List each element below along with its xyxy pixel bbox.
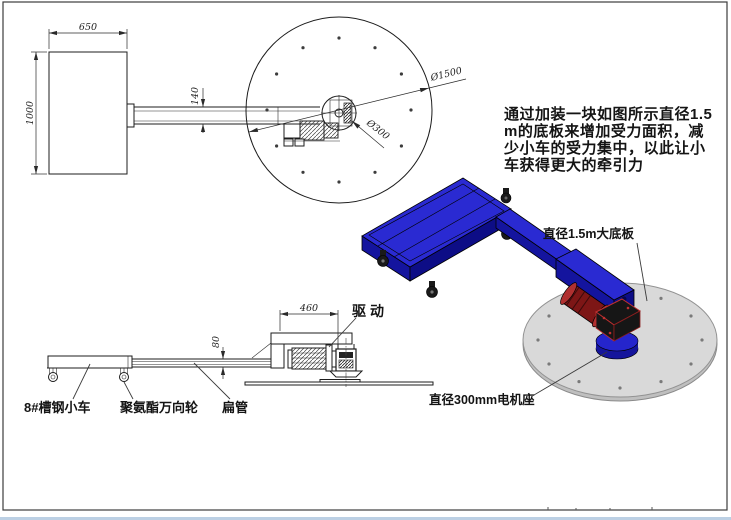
drive-plan	[283, 120, 340, 147]
dim-650-label: 650	[79, 22, 97, 33]
label-motor-seat: 直径300mm电机座	[429, 392, 535, 407]
cart-platform-3d	[361, 177, 512, 282]
note-block: 通过加装一块如图所示直径1.5 m的底板来增加受力面积，减 少小车的受力集中，以…	[503, 105, 712, 174]
drive-gearbox-side	[328, 338, 364, 387]
top-view: 650 1000 140	[25, 16, 467, 204]
drive-motor-side	[287, 344, 337, 372]
drive-top-bar	[270, 332, 353, 345]
caster-3d-front	[426, 281, 438, 298]
side-view: 460 80 驱动 8#槽钢小车 聚氨酯万向轮 扁管	[24, 303, 434, 415]
caster-3d-left	[377, 250, 389, 267]
label-tube: 扁管	[222, 400, 248, 415]
cart-body	[47, 355, 133, 369]
caster-right	[118, 367, 130, 382]
gear-motor-3d	[560, 282, 641, 342]
label-caster: 聚氨酯万向轮	[119, 400, 198, 415]
iso-view: 直径1.5m大底板 直径300mm电机座	[361, 177, 718, 407]
label-cart: 8#槽钢小车	[24, 400, 90, 415]
disc-plan-holes	[265, 36, 413, 184]
dim-1000-label: 1000	[25, 101, 36, 125]
note-line-2: m的底板来增加受力面积，减	[504, 122, 704, 140]
note-line-1: 通过加装一块如图所示直径1.5	[504, 105, 712, 123]
dim-80-label: 80	[211, 336, 222, 348]
dim-140-label: 140	[190, 87, 201, 105]
label-drive: 驱动	[352, 303, 388, 319]
note-line-4: 车获得更大的牵引力	[504, 156, 644, 174]
plate-outline	[48, 51, 128, 175]
tube-flange	[126, 103, 135, 128]
caster-3d-back	[500, 188, 512, 204]
note-line-3: 少小车的受力集中，以此让小	[503, 139, 706, 157]
disc-plan-outline	[245, 16, 433, 204]
label-base-plate: 直径1.5m大底板	[543, 226, 634, 241]
dim-300-label: Ø300	[363, 117, 391, 142]
bottom-strip	[0, 517, 731, 520]
dim-460-label: 460	[299, 303, 318, 314]
caster-left	[47, 367, 59, 382]
